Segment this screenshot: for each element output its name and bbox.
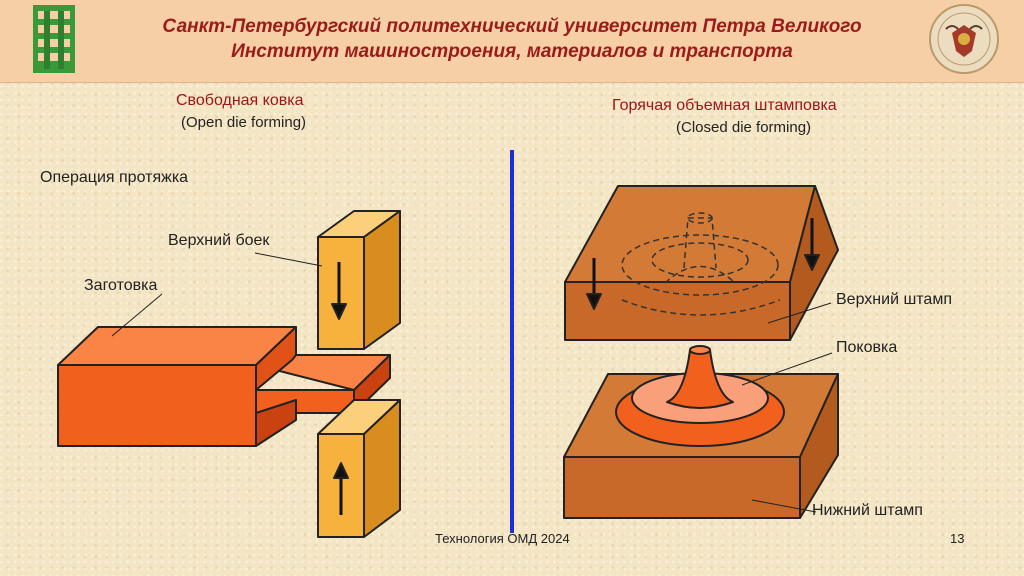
upper-die-front <box>564 281 791 341</box>
closed-die-diagram <box>563 185 839 519</box>
workpiece-front-thick <box>57 364 257 447</box>
page-number: 13 <box>950 531 965 546</box>
workpiece-label: Заготовка <box>84 277 158 294</box>
operation-label: Операция протяжка <box>40 169 189 186</box>
upper-anvil-label: Верхний боек <box>168 232 270 249</box>
open-die-title: Свободная ковка <box>176 92 304 109</box>
lower-die-front <box>563 456 801 519</box>
workpiece-top-thick <box>57 326 297 366</box>
open-die-subtitle: (Open die forming) <box>181 114 307 131</box>
institute-logo-icon <box>33 5 75 73</box>
upper-anvil-front <box>317 236 365 350</box>
forging-boss <box>666 349 734 409</box>
lower-die-label: Нижний штамп <box>812 502 923 519</box>
header-university: Санкт-Петербургский политехнический унив… <box>162 16 862 37</box>
forging-label: Поковка <box>836 339 898 356</box>
closed-die-title: Горячая объемная штамповка <box>612 97 837 114</box>
workpiece-step <box>255 326 297 391</box>
upper-die-label: Верхний штамп <box>836 291 952 308</box>
open-die-diagram <box>57 210 401 538</box>
footer-course: Технология ОМД 2024 <box>435 531 570 546</box>
slide-header: Санкт-Петербургский политехнический унив… <box>0 0 1024 83</box>
header-institute: Институт машиностроения, материалов и тр… <box>231 41 793 62</box>
section-divider <box>510 150 514 533</box>
university-emblem-icon <box>929 4 999 74</box>
closed-die-subtitle: (Closed die forming) <box>676 119 812 136</box>
